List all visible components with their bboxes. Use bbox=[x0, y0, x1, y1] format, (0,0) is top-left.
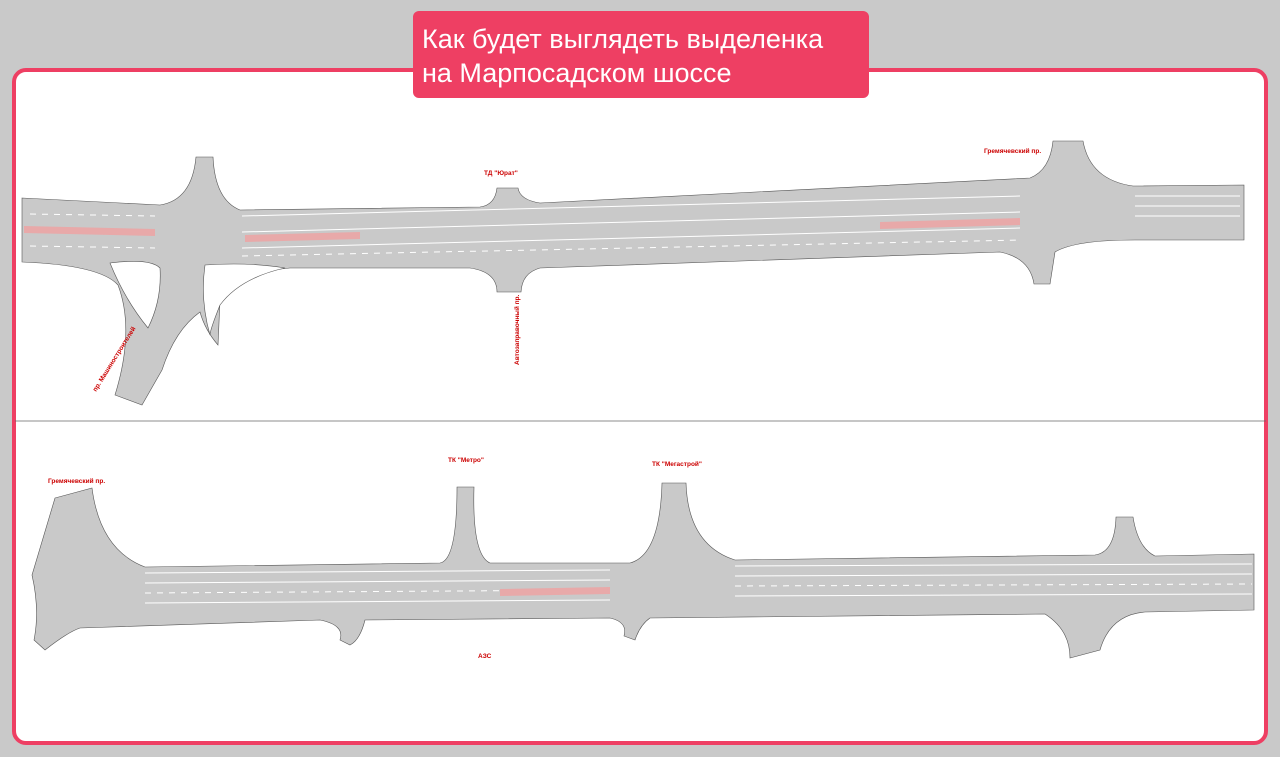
label-tk-megastroy: ТК "Мегастрой" bbox=[652, 460, 702, 468]
label-avtozapravochny: Автозаправочный пр. bbox=[513, 294, 521, 365]
upper-bus-lanes bbox=[24, 218, 1020, 242]
upper-road-segment bbox=[21, 140, 1245, 406]
lower-road-segment bbox=[31, 482, 1255, 659]
lower-bus-lanes bbox=[500, 587, 610, 596]
headline-line-1: Как будет выглядеть выделенка bbox=[422, 24, 824, 54]
upper-island-right bbox=[203, 263, 286, 336]
label-td-yurat: ТД "Юрат" bbox=[484, 170, 518, 177]
upper-lane-markings bbox=[29, 195, 1240, 257]
label-upper-gremyachevsky: Гремячевский пр. bbox=[984, 147, 1041, 155]
lower-main-road bbox=[31, 482, 1255, 659]
label-azs: АЗС bbox=[478, 653, 492, 660]
upper-island-left bbox=[109, 261, 161, 329]
headline-line-2: на Марпосадском шоссе bbox=[422, 58, 732, 88]
upper-main-road bbox=[21, 140, 1245, 406]
label-lower-gremyachevsky: Гремячевский пр. bbox=[48, 477, 105, 485]
headline-box: Как будет выглядеть выделенка на Марпоса… bbox=[413, 11, 869, 98]
label-tk-metro: ТК "Метро" bbox=[448, 457, 484, 464]
